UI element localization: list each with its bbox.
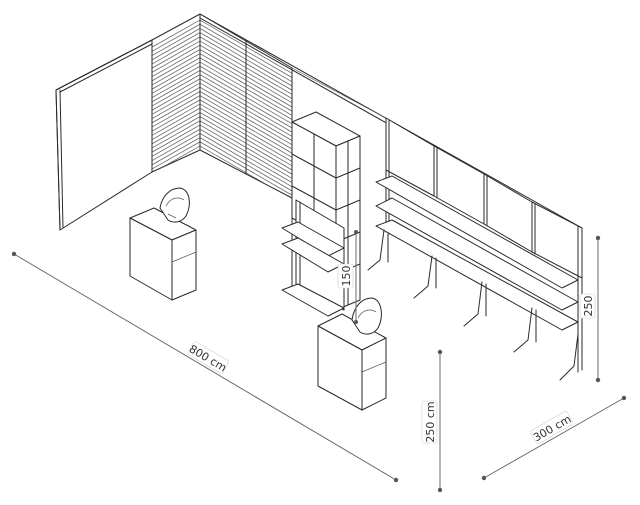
slat-line — [152, 116, 201, 151]
slat-line — [199, 32, 292, 91]
left-counter — [129, 207, 197, 301]
dimension-300: 300 cm — [481, 395, 627, 481]
left-chair — [159, 187, 190, 223]
dimension-label-cube-height: 150 — [340, 266, 353, 287]
slat-line — [152, 28, 201, 63]
slat-line — [152, 53, 201, 88]
slat-line — [152, 103, 201, 139]
slat-line — [199, 141, 292, 198]
slat-line — [199, 23, 292, 83]
slat-line — [199, 28, 292, 87]
back-wall-panels — [385, 117, 583, 373]
slat-line — [152, 133, 201, 168]
slat-line — [152, 107, 201, 143]
display-stand — [281, 199, 345, 317]
slat-line — [199, 91, 292, 150]
slat-line — [199, 19, 292, 79]
slat-line — [152, 112, 201, 147]
slat-line — [199, 49, 292, 108]
slat-line — [199, 103, 292, 163]
slat-line — [199, 82, 292, 142]
left-wall-panel — [55, 39, 153, 231]
slat-line — [152, 36, 201, 72]
slat-line — [199, 86, 292, 146]
slat-line — [199, 107, 292, 167]
slat-line — [152, 74, 201, 109]
slat-line — [199, 128, 292, 188]
slat-line — [199, 95, 292, 154]
slat-line — [152, 49, 201, 84]
slat-line — [199, 61, 292, 121]
slat-line — [152, 23, 201, 59]
slat-line — [152, 145, 201, 181]
dimension-250-front: 250 cm — [421, 349, 443, 493]
dimension-label-wall-height: 250 cm — [424, 401, 437, 442]
slat-line — [152, 99, 201, 135]
slat-line — [199, 187, 292, 198]
slat-line — [199, 191, 292, 198]
slat-line — [199, 112, 292, 171]
slat-line — [152, 91, 201, 126]
slat-line — [152, 65, 201, 101]
slat-line — [152, 124, 201, 160]
slat-line — [199, 99, 292, 159]
slat-line — [152, 40, 201, 76]
front-chair — [351, 297, 382, 335]
dimension-150: 150 — [337, 230, 358, 324]
slat-line — [199, 74, 292, 133]
slat-line — [199, 44, 292, 104]
slat-line — [199, 40, 292, 100]
slat-line — [152, 128, 201, 164]
dimension-250-right: 250 — [579, 235, 601, 383]
slat-line — [152, 141, 201, 177]
slat-line — [152, 44, 201, 80]
slat-line — [199, 116, 292, 175]
slat-line — [152, 78, 201, 114]
slat-line — [199, 36, 292, 96]
slat-line — [152, 120, 201, 156]
slat-line — [152, 137, 201, 172]
slat-line — [152, 95, 201, 130]
slat-line — [199, 133, 292, 192]
dimension-label-right-height: 250 — [582, 296, 595, 317]
slat-line — [199, 78, 292, 138]
slat-line — [199, 65, 292, 125]
slat-line — [199, 57, 292, 117]
slat-line — [199, 53, 292, 112]
slat-line — [199, 124, 292, 184]
slat-line — [199, 70, 292, 129]
slat-line — [152, 57, 201, 93]
slat-line — [152, 61, 201, 97]
slat-line — [199, 137, 292, 196]
front-counter — [317, 313, 387, 411]
slat-line — [152, 82, 201, 118]
slat-line — [199, 120, 292, 180]
slat-line — [152, 19, 201, 55]
slat-wall — [151, 13, 293, 199]
slat-line — [152, 86, 201, 122]
wall-shelving — [367, 175, 579, 381]
slat-line — [152, 70, 201, 105]
slat-line — [152, 32, 201, 67]
